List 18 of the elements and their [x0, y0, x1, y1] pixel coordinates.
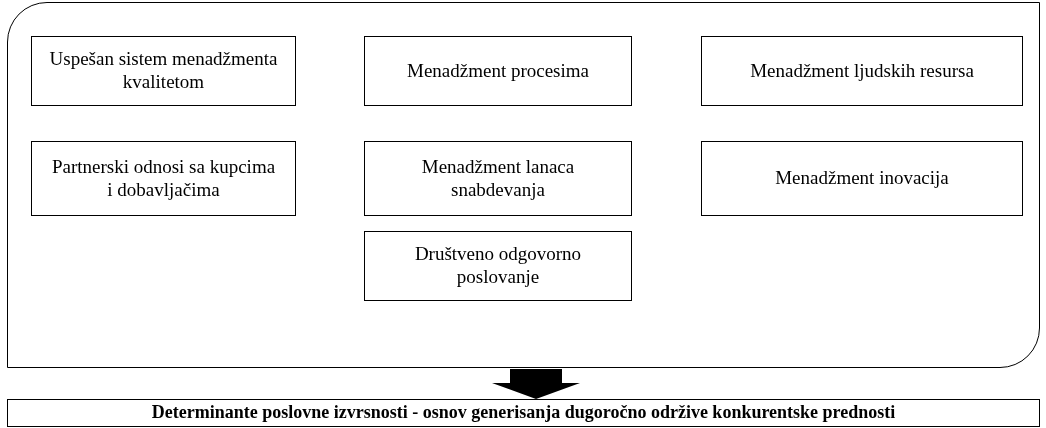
factor-label: Menadžment ljudskih resursa — [749, 59, 975, 83]
conclusion-text: Determinante poslovne izvrsnosti - osnov generisanja dugoročno održive konkurentske prednosti — [150, 402, 897, 424]
factor-box — [364, 231, 632, 301]
result-box — [7, 399, 1040, 427]
factor-box — [701, 36, 1023, 106]
factor-box — [364, 36, 632, 106]
factor-label: Menadžment lanaca snabdevanja — [420, 155, 576, 202]
factor-box — [31, 36, 296, 106]
factor-label: Menadžment inovacija — [774, 167, 950, 190]
factor-label: Menadžment procesima — [406, 59, 590, 83]
factor-box — [364, 141, 632, 216]
factor-box — [701, 141, 1023, 216]
block-arrow — [492, 369, 580, 399]
factor-label: Partnerski odnosi sa kupcima i dobavljačima — [50, 155, 277, 202]
container-box — [7, 2, 1040, 368]
factor-box — [31, 141, 296, 216]
factor-label: Uspešan sistem menadžmenta kvalitetom — [48, 48, 279, 94]
factor-label: Društveno odgovorno poslovanje — [413, 243, 583, 289]
